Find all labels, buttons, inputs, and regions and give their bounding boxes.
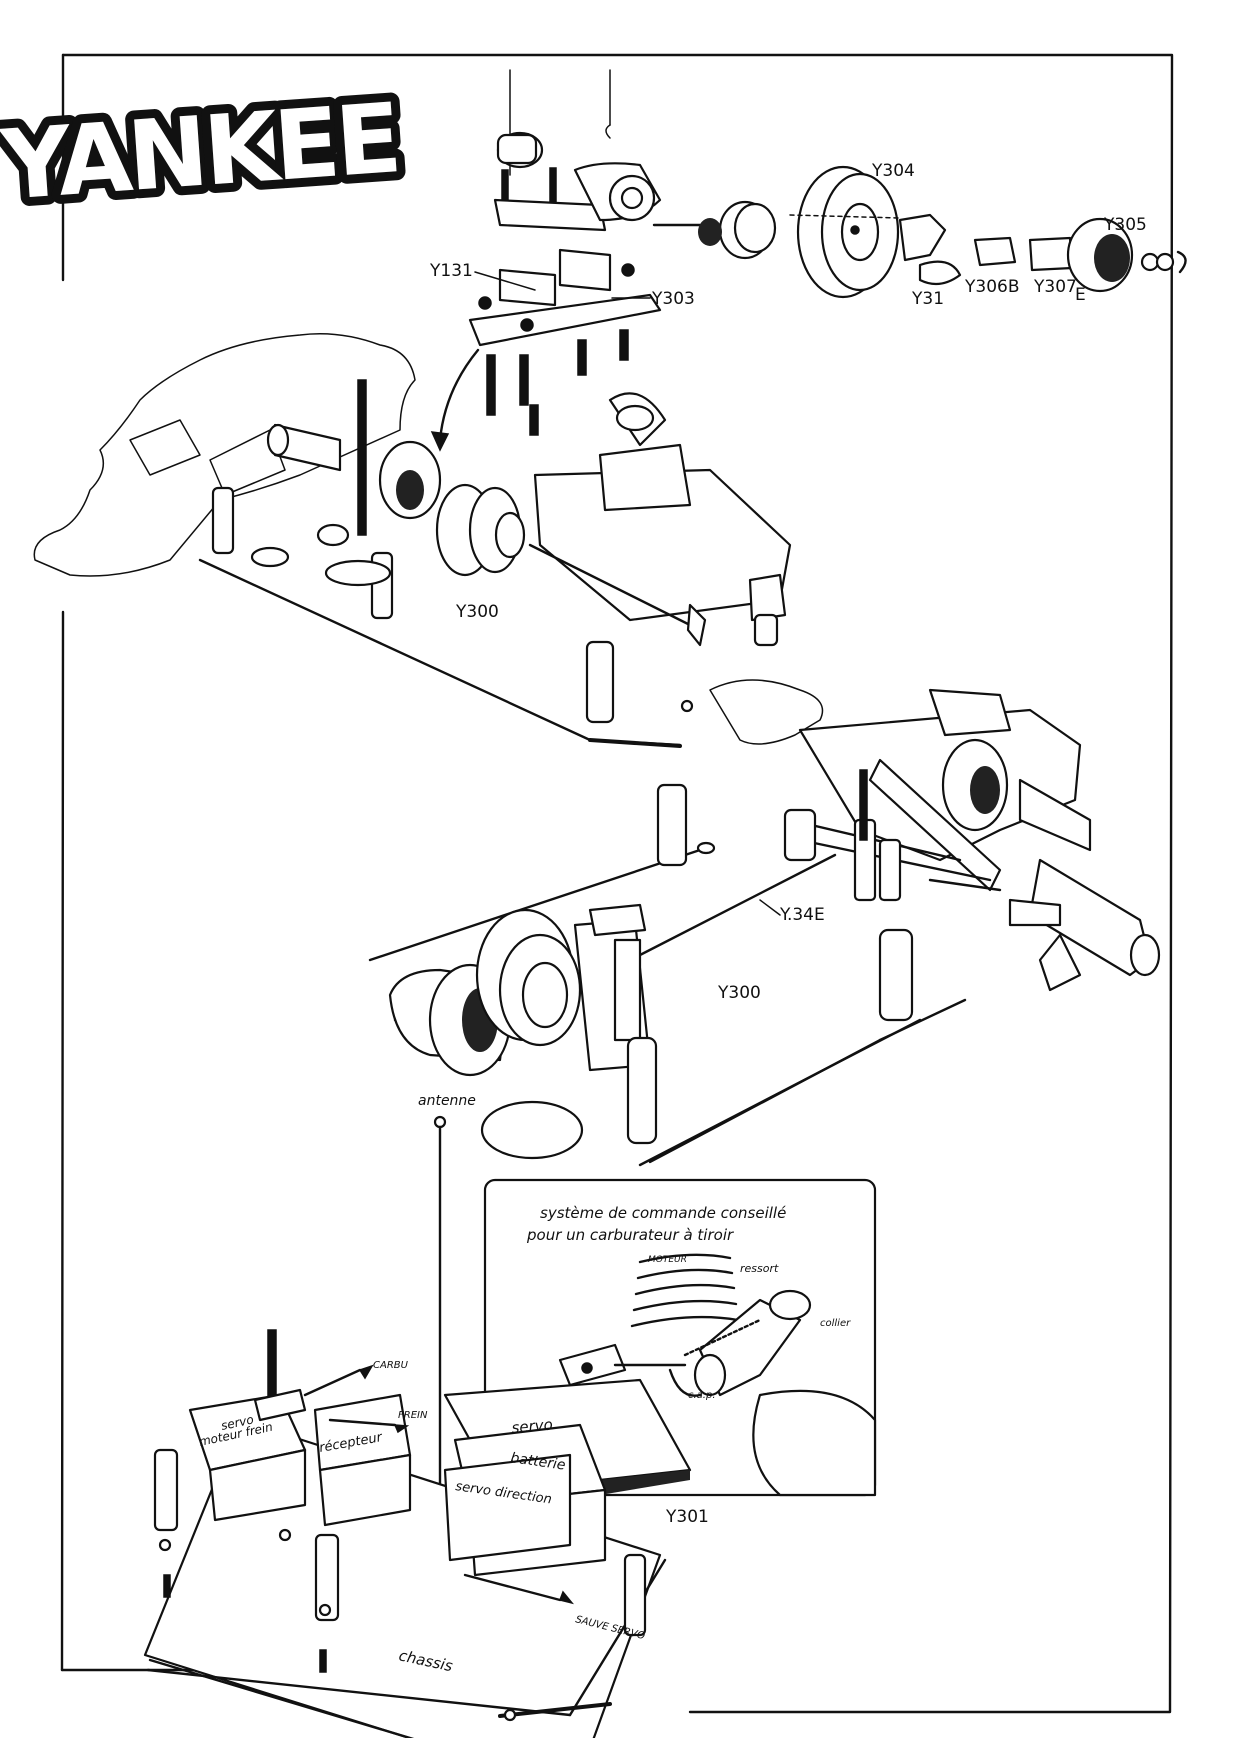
upper-chassis-y300 (33, 333, 792, 748)
label-y305: Y305 (1103, 215, 1147, 235)
yankee-logo: YANKEE YANKEE (0, 73, 410, 230)
inset-label-cap: c.a.p. (688, 1390, 716, 1401)
inset-label-ressort: ressort (740, 1262, 779, 1275)
label-y306b: Y306B (964, 277, 1020, 297)
label-batterie: batterie (509, 1450, 566, 1474)
label-y31: Y31 (911, 289, 944, 309)
clutch-small-parts (898, 213, 1187, 293)
label-y303: Y303 (651, 289, 695, 309)
label-y304: Y304 (871, 161, 915, 181)
engine-plug (496, 131, 557, 211)
y304-brake-disc (698, 165, 900, 299)
engine-mount-block (493, 162, 702, 232)
antenna (433, 1115, 447, 1522)
rear-axle-assembly (638, 679, 1161, 1022)
label-y307-suffix: E (1075, 285, 1086, 305)
label-carbu: CARBU (373, 1360, 409, 1371)
label-servo-moteur-frein-1: servo (220, 1412, 255, 1433)
label-y300-lower: Y300 (717, 983, 761, 1003)
label-y34e: Y.34E (779, 905, 825, 925)
inset-title-line1: système de commande conseillé (540, 1204, 786, 1222)
label-y131: Y131 (429, 261, 473, 281)
clutch-brake-exploded-view (468, 69, 1187, 436)
logo-text-inner: YANKEE (0, 82, 401, 221)
label-y307: Y307 (1033, 277, 1077, 297)
inset-label-collier: collier (820, 1318, 851, 1329)
label-y301: Y301 (665, 1507, 709, 1527)
inset-label-servo: servo (511, 1415, 554, 1437)
lower-chassis-y300 (368, 783, 967, 1167)
part-labels: Y131 Y303 Y304 Y305 Y31 Y306B Y307 E Y30… (429, 161, 1147, 1527)
inset-title-line2: pour un carburateur à tiroir (526, 1226, 734, 1244)
page-frame (60, 53, 1174, 1714)
inset-labels: système de commande conseillé pour un ca… (511, 1204, 851, 1437)
y131-mount-blocks (468, 248, 662, 436)
radio-plate-y301 (143, 1329, 667, 1738)
label-frein: FREIN (398, 1410, 428, 1421)
inset-label-moteur: MOTEUR (648, 1255, 687, 1265)
label-y300-upper: Y300 (455, 602, 499, 622)
label-antenne: antenne (418, 1093, 476, 1109)
leader-lines (430, 271, 781, 916)
